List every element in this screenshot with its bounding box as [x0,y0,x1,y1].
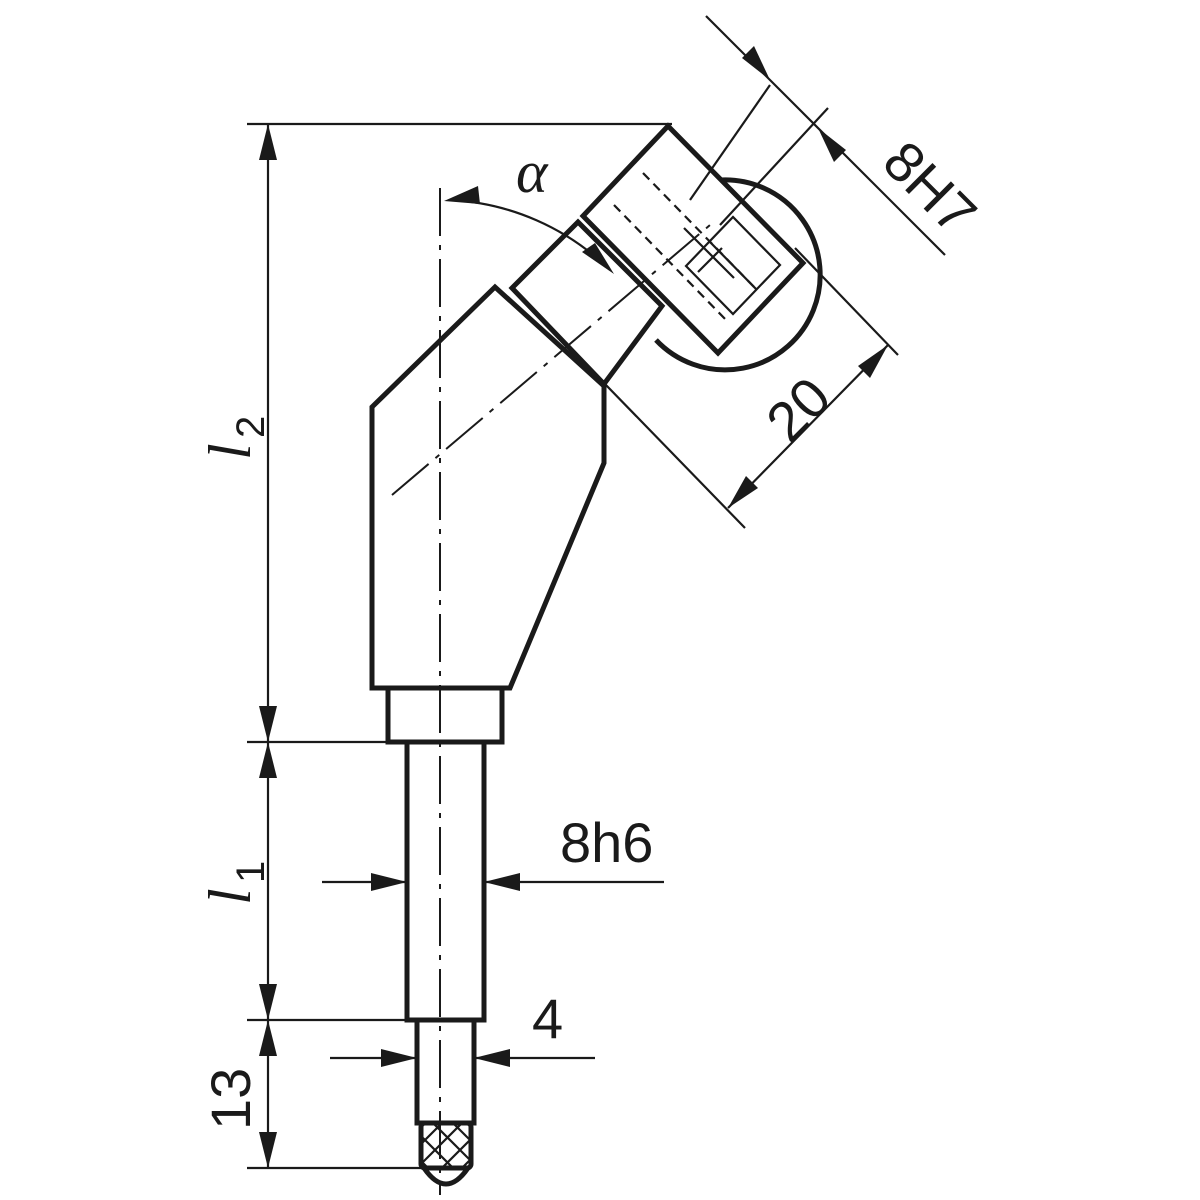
bore-hidden-line-1 [613,204,729,323]
tip-ball [421,1166,471,1187]
l1-symbol: l [197,888,263,905]
sphere-inner-line [709,241,758,291]
head-extension-2 [794,247,899,356]
tip-diameter-label: 4 [532,987,563,1050]
angle-arrow-end [582,243,614,274]
l1-arrow-top [259,742,277,778]
tip-arrow-right [474,1049,510,1067]
shank-outline [404,739,487,1023]
tip-length-label: 13 [199,1068,262,1130]
sphere [654,177,823,373]
sphere-center-cross-1 [683,227,735,279]
collar [385,685,505,745]
angle-label: α [516,139,549,205]
tip-length-arrow-top [259,1020,277,1056]
shank-arrow-left [371,873,407,891]
head-label: 20 [754,365,843,454]
inclined-neck [508,218,666,388]
bore-label: 8H7 [872,129,989,246]
angled-body [369,283,607,745]
tip-stem [414,1017,477,1126]
sphere-center-cross-2 [697,247,723,273]
shank [404,739,487,1023]
bore-extension-2 [719,107,829,226]
l2-subscript: 2 [229,416,273,438]
sleeve-outline [579,122,807,357]
bore-arrow-1 [742,46,770,80]
dimension-tip-diameter: 4 [330,987,595,1067]
tip [414,1017,477,1187]
center-lines [391,188,711,1195]
dimension-shank-diameter: 8h6 [322,811,664,891]
head-arrow-1 [728,476,758,508]
body-outline [369,283,607,691]
dimension-l1: l 1 [197,742,420,1022]
sphere-outline [654,177,823,373]
tip-arrow-left [381,1049,417,1067]
l2-arrow-bottom [259,706,277,742]
shank-arrow-right [484,873,520,891]
sphere-inner-square [684,215,782,316]
l2-symbol: l [197,443,263,460]
bore-arrow-2 [818,128,846,162]
knurl-pattern [421,1123,471,1168]
head-extension-1 [604,383,746,529]
dimension-angle: α [444,139,614,274]
bore-extension-1 [689,84,771,201]
head-dimension-line [727,344,889,509]
head-arrow-2 [858,345,888,378]
angle-arrow-start [444,186,480,204]
dimension-l2: l 2 [197,122,672,744]
l1-arrow-bottom [259,984,277,1020]
l1-subscript: 1 [229,861,273,883]
neck-outline [508,218,666,388]
dimension-tip-length: 13 [199,1020,440,1170]
tip-length-arrow-bottom [259,1132,277,1168]
shank-diameter-label: 8h6 [560,811,653,874]
l2-arrow-top [259,124,277,160]
